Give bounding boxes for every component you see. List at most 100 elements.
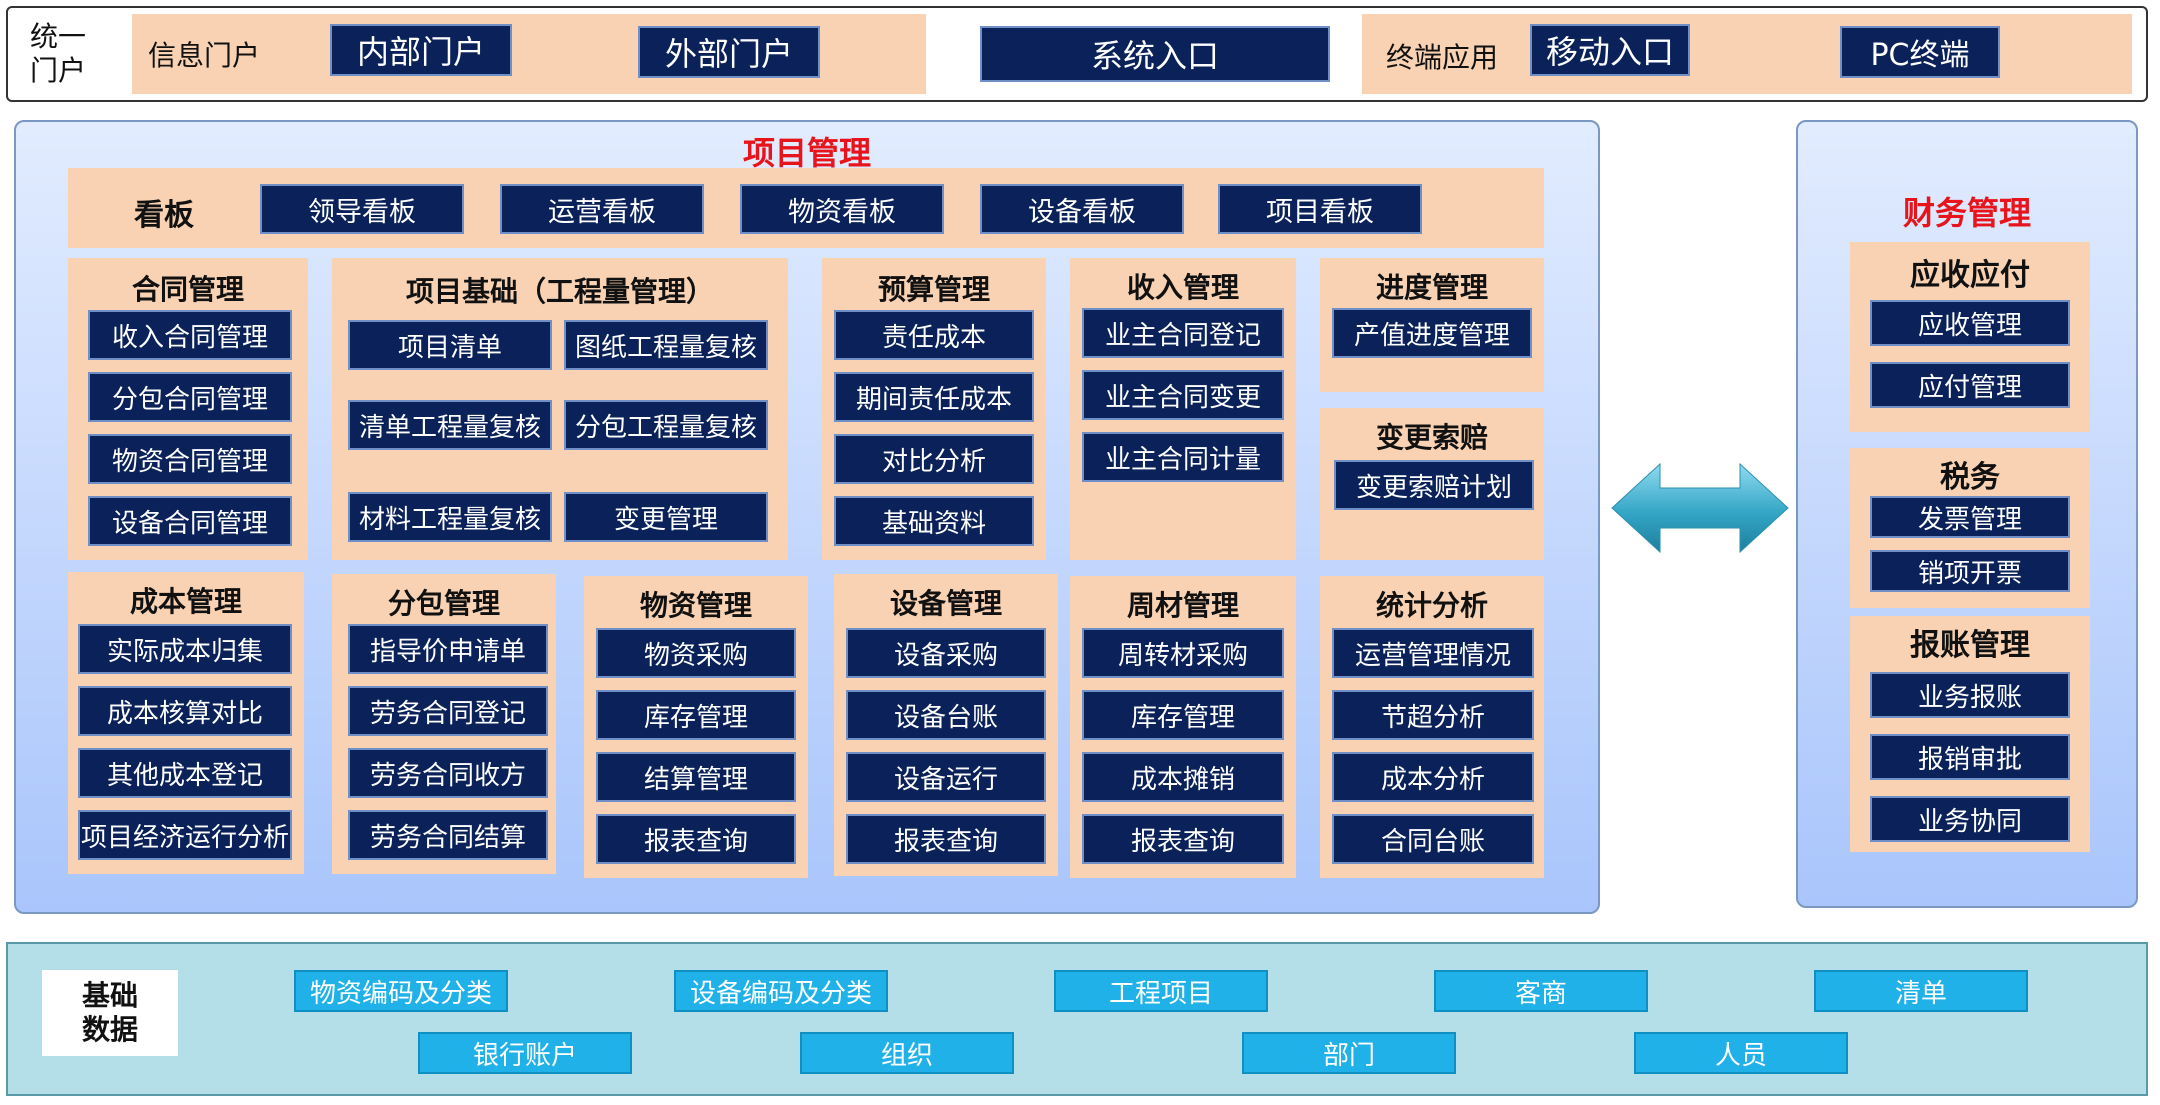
base-data-label: 基础 数据 xyxy=(42,970,178,1056)
subcontract-item[interactable]: 指导价申请单 xyxy=(348,624,548,674)
progress-management-section: 进度管理 产值进度管理 xyxy=(1320,258,1544,392)
contract-item[interactable]: 分包合同管理 xyxy=(88,372,292,422)
equipment-item[interactable]: 设备运行 xyxy=(846,752,1046,802)
base-data-item[interactable]: 部门 xyxy=(1242,1032,1456,1074)
project-dashboard-button[interactable]: 项目看板 xyxy=(1218,184,1422,234)
cost-item[interactable]: 成本核算对比 xyxy=(78,686,292,736)
budget-management-title: 预算管理 xyxy=(877,273,990,306)
cost-management-section: 成本管理 实际成本归集 成本核算对比 其他成本登记 项目经济运行分析 xyxy=(68,572,304,874)
terminal-app-label: 终端应用 xyxy=(1386,41,1499,74)
expense-item[interactable]: 业务协同 xyxy=(1870,796,2070,842)
foundation-item[interactable]: 变更管理 xyxy=(564,492,768,542)
base-data-item[interactable]: 工程项目 xyxy=(1054,970,1268,1012)
cost-item[interactable]: 实际成本归集 xyxy=(78,624,292,674)
income-item[interactable]: 业主合同登记 xyxy=(1082,308,1284,358)
payable-item[interactable]: 应付管理 xyxy=(1870,362,2070,408)
subcontract-item[interactable]: 劳务合同收方 xyxy=(348,748,548,798)
output-invoice-item[interactable]: 销项开票 xyxy=(1870,550,2070,592)
claim-item[interactable]: 变更索赔计划 xyxy=(1334,460,1534,510)
foundation-item[interactable]: 项目清单 xyxy=(348,320,552,370)
base-data-item[interactable]: 组织 xyxy=(800,1032,1014,1074)
foundation-item[interactable]: 材料工程量复核 xyxy=(348,492,552,542)
receivable-item[interactable]: 应收管理 xyxy=(1870,300,2070,346)
turnover-item[interactable]: 库存管理 xyxy=(1082,690,1284,740)
equipment-management-title: 设备管理 xyxy=(889,587,1002,620)
equipment-item[interactable]: 设备台账 xyxy=(846,690,1046,740)
subcontract-management-section: 分包管理 指导价申请单 劳务合同登记 劳务合同收方 劳务合同结算 xyxy=(332,574,556,874)
progress-management-title: 进度管理 xyxy=(1375,271,1488,304)
external-portal-button[interactable]: 外部门户 xyxy=(638,26,820,78)
info-portal-label: 信息门户 xyxy=(148,39,261,72)
contract-item[interactable]: 设备合同管理 xyxy=(88,496,292,546)
expense-item[interactable]: 报销审批 xyxy=(1870,734,2070,780)
statistics-analysis-section: 统计分析 运营管理情况 节超分析 成本分析 合同台账 xyxy=(1320,576,1544,878)
cost-item[interactable]: 项目经济运行分析 xyxy=(78,810,292,860)
subcontract-item[interactable]: 劳务合同结算 xyxy=(348,810,548,860)
base-data-item[interactable]: 银行账户 xyxy=(418,1032,632,1074)
contract-management-title: 合同管理 xyxy=(131,273,244,306)
material-item[interactable]: 结算管理 xyxy=(596,752,796,802)
finance-management-title: 财务管理 xyxy=(1902,194,2031,232)
budget-item[interactable]: 基础资料 xyxy=(834,496,1034,546)
foundation-item[interactable]: 清单工程量复核 xyxy=(348,400,552,450)
base-data-item[interactable]: 人员 xyxy=(1634,1032,1848,1074)
income-item[interactable]: 业主合同变更 xyxy=(1082,370,1284,420)
expense-management-section: 报账管理 业务报账 报销审批 业务协同 xyxy=(1850,616,2090,852)
material-management-section: 物资管理 物资采购 库存管理 结算管理 报表查询 xyxy=(584,576,808,878)
base-data-item[interactable]: 设备编码及分类 xyxy=(674,970,888,1012)
equipment-management-section: 设备管理 设备采购 设备台账 设备运行 报表查询 xyxy=(834,574,1058,876)
equipment-dashboard-button[interactable]: 设备看板 xyxy=(980,184,1184,234)
stats-item[interactable]: 成本分析 xyxy=(1332,752,1534,802)
income-item[interactable]: 业主合同计量 xyxy=(1082,432,1284,482)
material-item[interactable]: 物资采购 xyxy=(596,628,796,678)
cost-item[interactable]: 其他成本登记 xyxy=(78,748,292,798)
base-data-item[interactable]: 清单 xyxy=(1814,970,2028,1012)
project-management-title: 项目管理 xyxy=(742,134,871,172)
receivable-payable-section: 应收应付 应收管理 应付管理 xyxy=(1850,242,2090,432)
tax-section: 税务 发票管理 销项开票 xyxy=(1850,448,2090,608)
turnover-item[interactable]: 成本摊销 xyxy=(1082,752,1284,802)
budget-management-section: 预算管理 责任成本 期间责任成本 对比分析 基础资料 xyxy=(822,258,1046,560)
base-data-item[interactable]: 物资编码及分类 xyxy=(294,970,508,1012)
invoice-item[interactable]: 发票管理 xyxy=(1870,496,2070,538)
internal-portal-button[interactable]: 内部门户 xyxy=(330,24,512,76)
progress-item[interactable]: 产值进度管理 xyxy=(1332,308,1532,358)
material-dashboard-button[interactable]: 物资看板 xyxy=(740,184,944,234)
stats-item[interactable]: 合同台账 xyxy=(1332,814,1534,864)
project-foundation-section: 项目基础（工程量管理） 项目清单 图纸工程量复核 清单工程量复核 分包工程量复核… xyxy=(332,258,788,560)
expense-management-title: 报账管理 xyxy=(1910,628,2030,663)
material-item[interactable]: 库存管理 xyxy=(596,690,796,740)
subcontract-item[interactable]: 劳务合同登记 xyxy=(348,686,548,736)
turnover-item[interactable]: 周转材采购 xyxy=(1082,628,1284,678)
system-entry-button[interactable]: 系统入口 xyxy=(980,26,1330,82)
contract-management-section: 合同管理 收入合同管理 分包合同管理 物资合同管理 设备合同管理 xyxy=(68,258,308,560)
equipment-item[interactable]: 设备采购 xyxy=(846,628,1046,678)
foundation-item[interactable]: 分包工程量复核 xyxy=(564,400,768,450)
terminal-app-group xyxy=(1362,14,2132,94)
budget-item[interactable]: 责任成本 xyxy=(834,310,1034,360)
material-item[interactable]: 报表查询 xyxy=(596,814,796,864)
statistics-analysis-title: 统计分析 xyxy=(1375,589,1488,622)
income-management-section: 收入管理 业主合同登记 业主合同变更 业主合同计量 xyxy=(1070,258,1296,560)
base-data-bar xyxy=(6,942,2148,1096)
material-management-title: 物资管理 xyxy=(639,589,752,622)
stats-item[interactable]: 运营管理情况 xyxy=(1332,628,1534,678)
equipment-item[interactable]: 报表查询 xyxy=(846,814,1046,864)
mobile-entry-button[interactable]: 移动入口 xyxy=(1530,24,1690,76)
foundation-item[interactable]: 图纸工程量复核 xyxy=(564,320,768,370)
budget-item[interactable]: 对比分析 xyxy=(834,434,1034,484)
budget-item[interactable]: 期间责任成本 xyxy=(834,372,1034,422)
income-management-title: 收入管理 xyxy=(1126,271,1239,304)
double-arrow-icon xyxy=(1611,462,1789,554)
leader-dashboard-button[interactable]: 领导看板 xyxy=(260,184,464,234)
change-claim-title: 变更索赔 xyxy=(1375,421,1488,454)
pc-terminal-button[interactable]: PC终端 xyxy=(1840,26,2000,78)
base-data-item[interactable]: 客商 xyxy=(1434,970,1648,1012)
operation-dashboard-button[interactable]: 运营看板 xyxy=(500,184,704,234)
project-foundation-title: 项目基础（工程量管理） xyxy=(405,275,714,308)
contract-item[interactable]: 收入合同管理 xyxy=(88,310,292,360)
contract-item[interactable]: 物资合同管理 xyxy=(88,434,292,484)
turnover-item[interactable]: 报表查询 xyxy=(1082,814,1284,864)
stats-item[interactable]: 节超分析 xyxy=(1332,690,1534,740)
expense-item[interactable]: 业务报账 xyxy=(1870,672,2070,718)
